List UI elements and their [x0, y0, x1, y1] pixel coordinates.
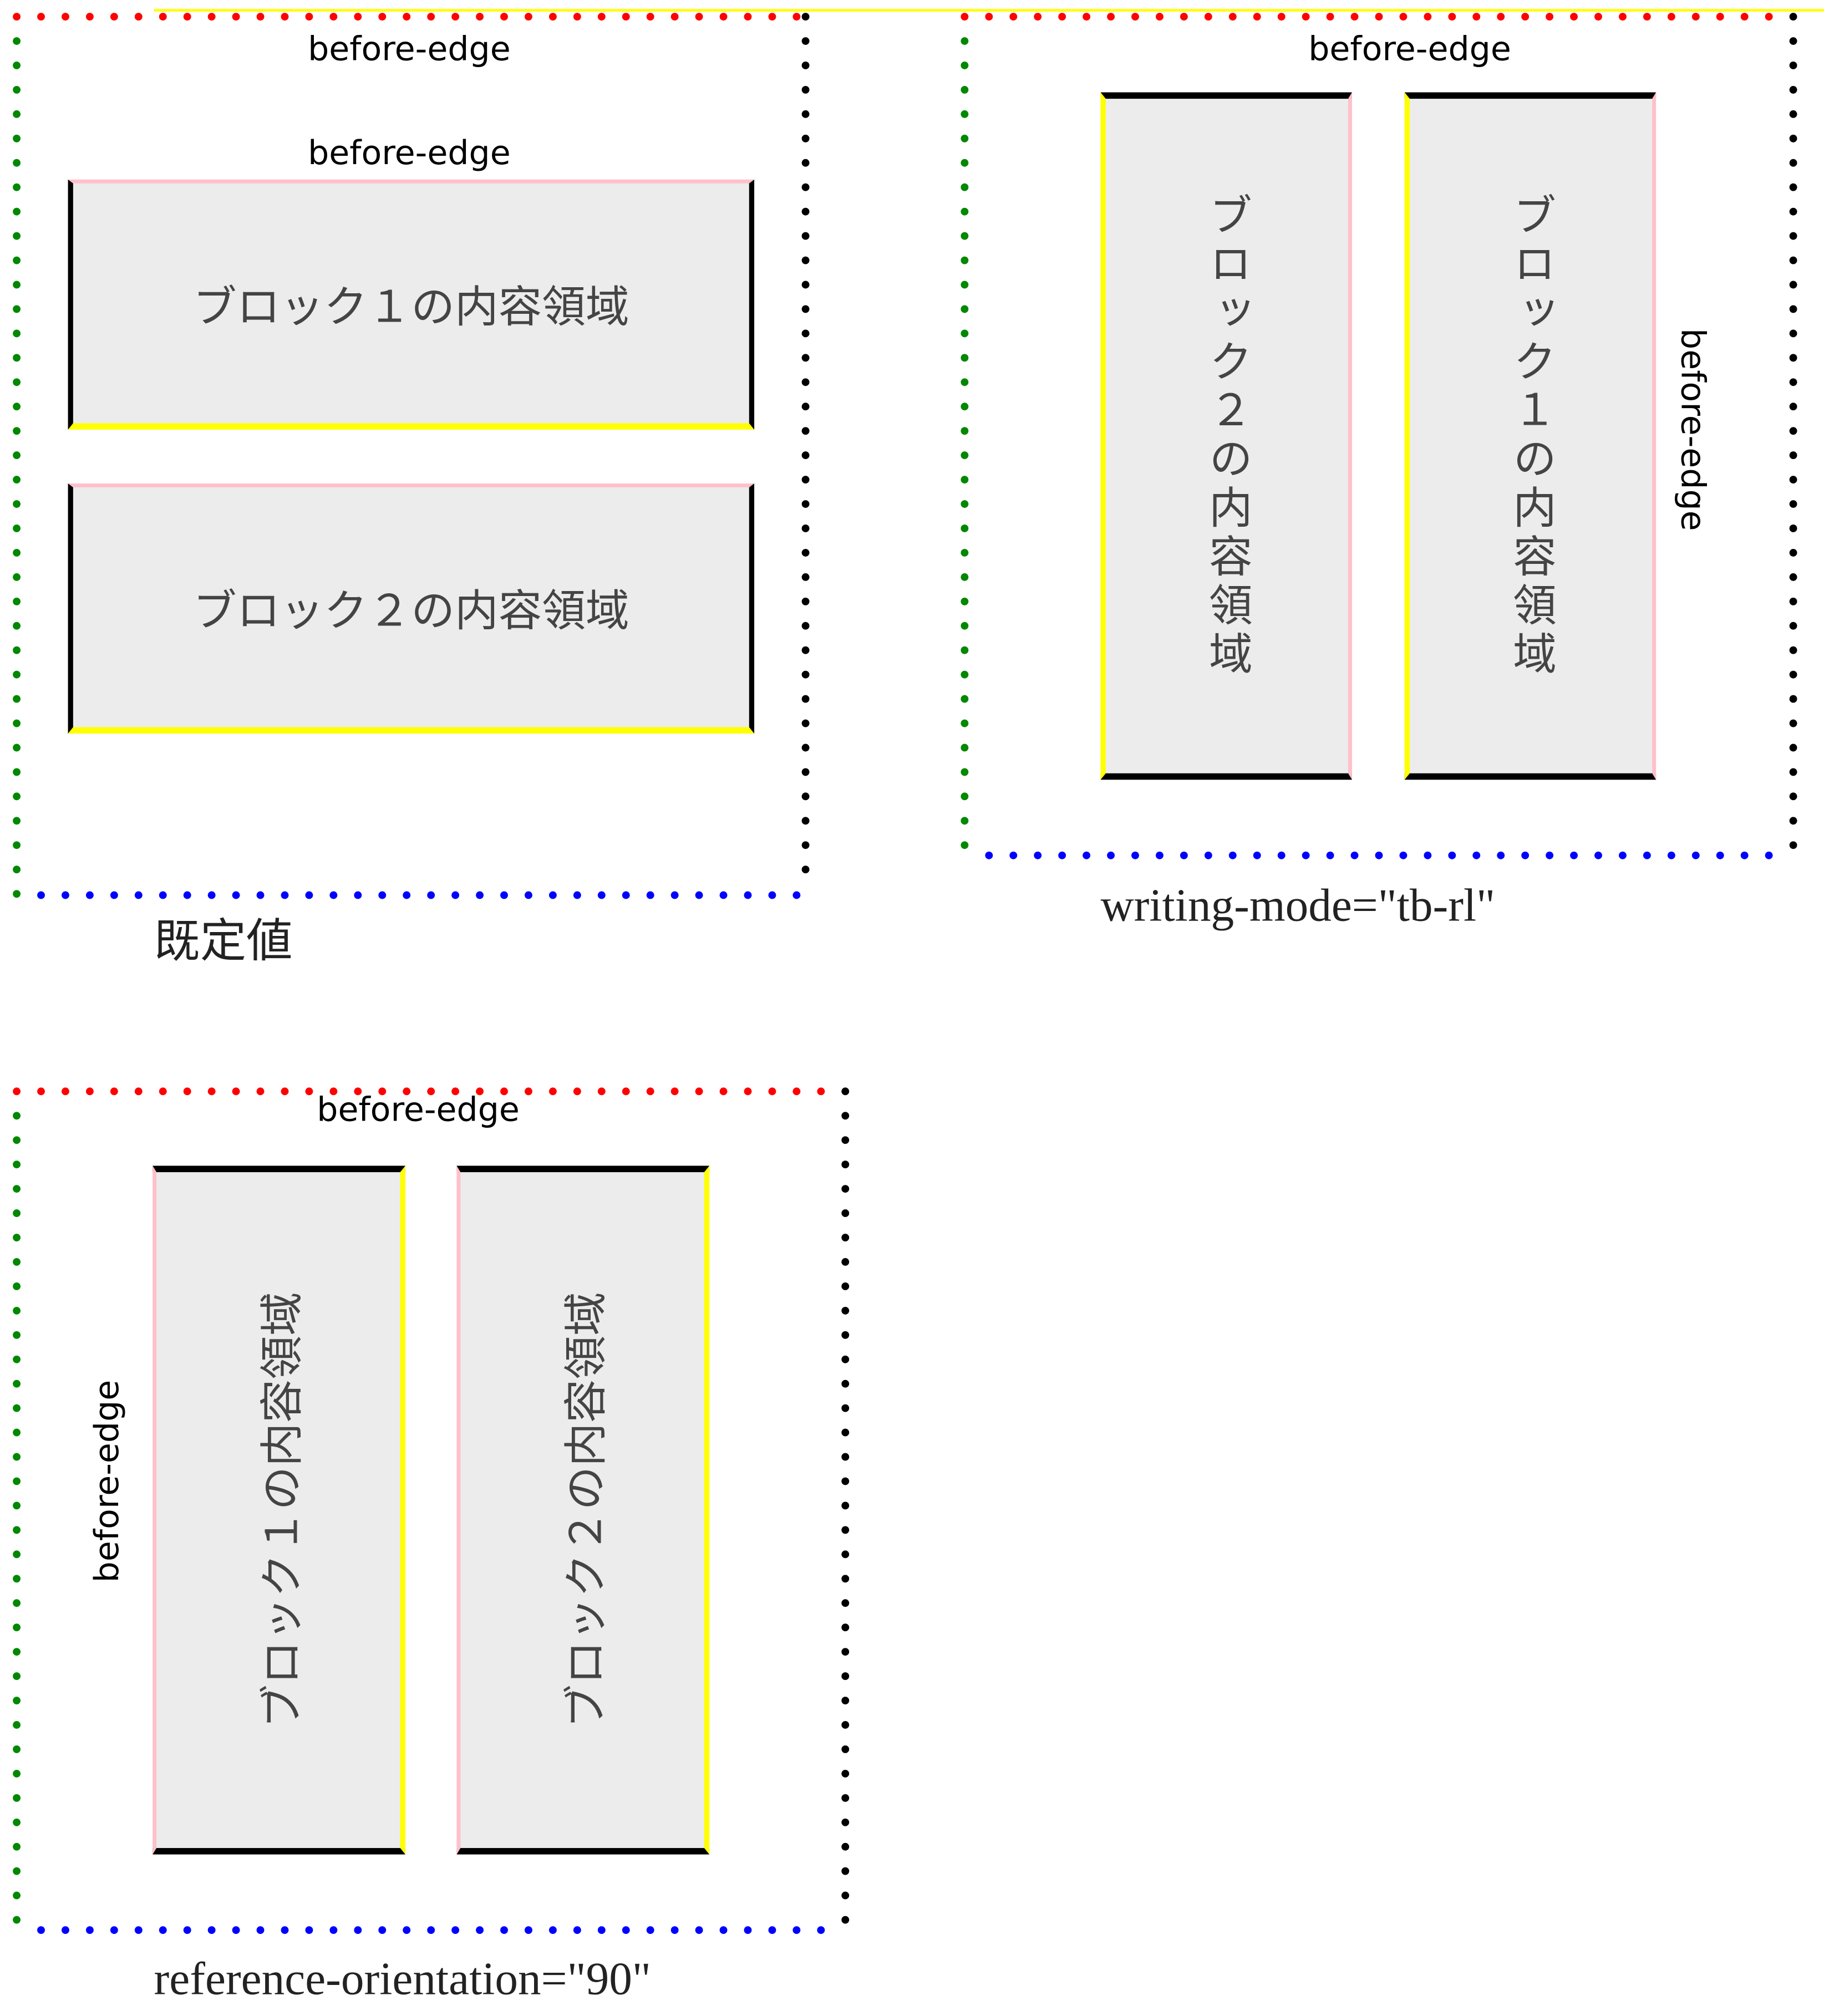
block-text: ブロック２の内容領域 [561, 1292, 613, 1728]
panel3-block-1: ブロック１の内容領域 [153, 1165, 405, 1855]
panel2-caption: writing-mode="tb-rl" [1100, 879, 1496, 931]
panel2-outer-label: before-edge [1308, 30, 1511, 69]
panel3-outer-label: before-edge [317, 1091, 520, 1130]
panel1-block-1: ブロック１の内容領域 [68, 179, 755, 430]
panel3-block-2: ブロック２の内容領域 [456, 1165, 710, 1855]
block-text: ブロック２の内容領域 [193, 586, 629, 638]
panel1-block-2: ブロック２の内容領域 [68, 483, 755, 734]
block-text: ブロック２の内容領域 [1200, 192, 1252, 680]
panel3-caption: reference-orientation="90" [154, 1953, 651, 2005]
panel2-block-2: ブロック２の内容領域 [1100, 92, 1352, 780]
block-text: ブロック１の内容領域 [1505, 192, 1556, 680]
panel1-inner-label: before-edge [308, 134, 511, 174]
panel2-block-1: ブロック１の内容領域 [1404, 92, 1657, 780]
block-text: ブロック１の内容領域 [257, 1292, 309, 1728]
panel3-side-label: before-edge [88, 1379, 128, 1583]
panel2-side-label: before-edge [1673, 328, 1711, 531]
panel1-caption: 既定値 [154, 915, 293, 968]
panel1-outer-label: before-edge [308, 30, 511, 69]
block-text: ブロック１の内容領域 [193, 282, 629, 334]
